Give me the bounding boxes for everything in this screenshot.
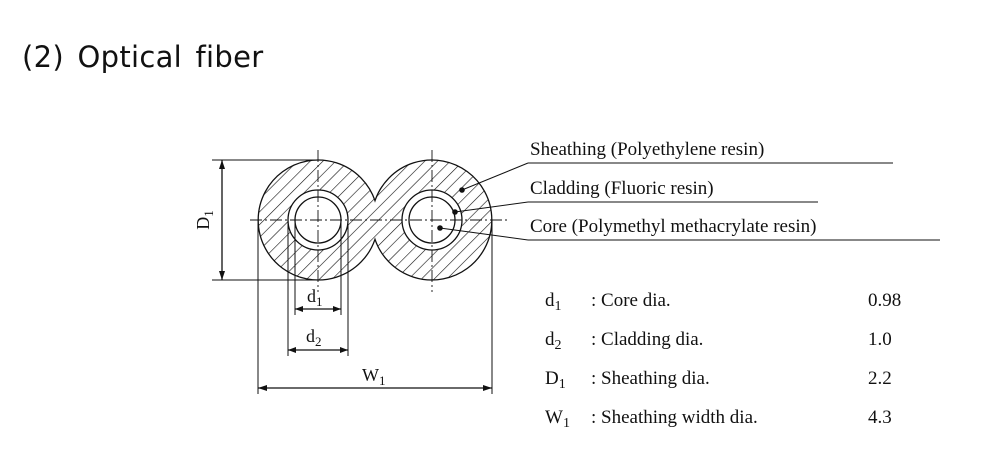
callout-core: Core (Polymethyl methacrylate resin)	[530, 216, 817, 237]
dim-label-d2: d2	[306, 326, 322, 349]
svg-text:D1: D1	[545, 368, 566, 392]
dim-label-d1: d1	[307, 286, 323, 309]
svg-text:4.3: 4.3	[868, 407, 892, 428]
svg-text:d2: d2	[545, 329, 562, 353]
svg-text:1.0: 1.0	[868, 329, 892, 350]
spec-table: d1 : Core dia. 0.98 d2 : Cladding dia. 1…	[545, 290, 901, 431]
dim-label-W1: W1	[362, 365, 386, 388]
spec-row: d2 : Cladding dia. 1.0	[545, 329, 892, 353]
sheathing-outline	[257, 159, 493, 281]
svg-text:: Cladding dia.: : Cladding dia.	[591, 329, 703, 350]
svg-text:: Sheathing dia.: : Sheathing dia.	[591, 368, 710, 389]
section-heading: (2) Optical fiber	[22, 40, 264, 74]
svg-text:W1: W1	[545, 407, 570, 431]
svg-text:: Sheathing width dia.: : Sheathing width dia.	[591, 407, 758, 428]
spec-row: d1 : Core dia. 0.98	[545, 290, 901, 314]
svg-text:2.2: 2.2	[868, 368, 892, 389]
svg-text:: Core dia.: : Core dia.	[591, 290, 671, 311]
spec-row: W1 : Sheathing width dia. 4.3	[545, 407, 892, 431]
spec-row: D1 : Sheathing dia. 2.2	[545, 368, 892, 392]
svg-text:0.98: 0.98	[868, 290, 901, 311]
dim-label-D1: D1	[193, 210, 216, 230]
callout-sheathing: Sheathing (Polyethylene resin)	[530, 139, 764, 160]
svg-text:d1: d1	[545, 290, 562, 314]
callout-cladding: Cladding (Fluoric resin)	[530, 178, 714, 199]
